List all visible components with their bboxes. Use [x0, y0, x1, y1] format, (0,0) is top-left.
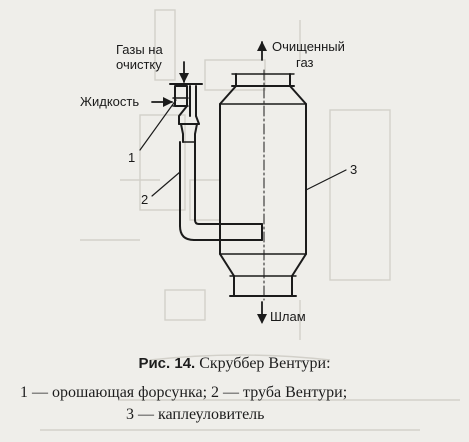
- figure-title: Скруббер Вентури:: [195, 355, 331, 372]
- sludge-label: Шлам: [270, 309, 306, 324]
- callout-leaders: [139, 99, 347, 197]
- legend-line-1: 1 — орошающая форсунка; 2 — труба Вентур…: [20, 384, 348, 401]
- venturi-scrubber-diagram: [139, 41, 347, 324]
- callout-3: 3: [350, 162, 358, 177]
- gas-inlet-label: Газы на: [116, 42, 163, 57]
- callout-1: 1: [128, 150, 136, 165]
- gas-inlet-arrow: [179, 61, 189, 83]
- callout-2: 2: [141, 192, 149, 207]
- venturi-tube: [178, 105, 263, 241]
- figure-caption: Рис. 14. Скруббер Вентури:: [0, 355, 469, 373]
- sludge-arrow: [257, 301, 267, 324]
- figure-label: Рис. 14.: [138, 355, 196, 372]
- spray-nozzle: [169, 83, 203, 117]
- gas-inlet-label-2: очистку: [116, 57, 162, 72]
- clean-gas-arrow: [257, 41, 267, 61]
- liquid-inlet-arrow: [151, 97, 173, 107]
- droplet-separator: [219, 69, 307, 301]
- clean-gas-label: Очищенный: [272, 39, 345, 54]
- legend-line-2: 3 — каплеуловитель: [126, 406, 265, 423]
- liquid-label: Жидкость: [80, 94, 140, 109]
- clean-gas-label-2: газ: [296, 55, 314, 70]
